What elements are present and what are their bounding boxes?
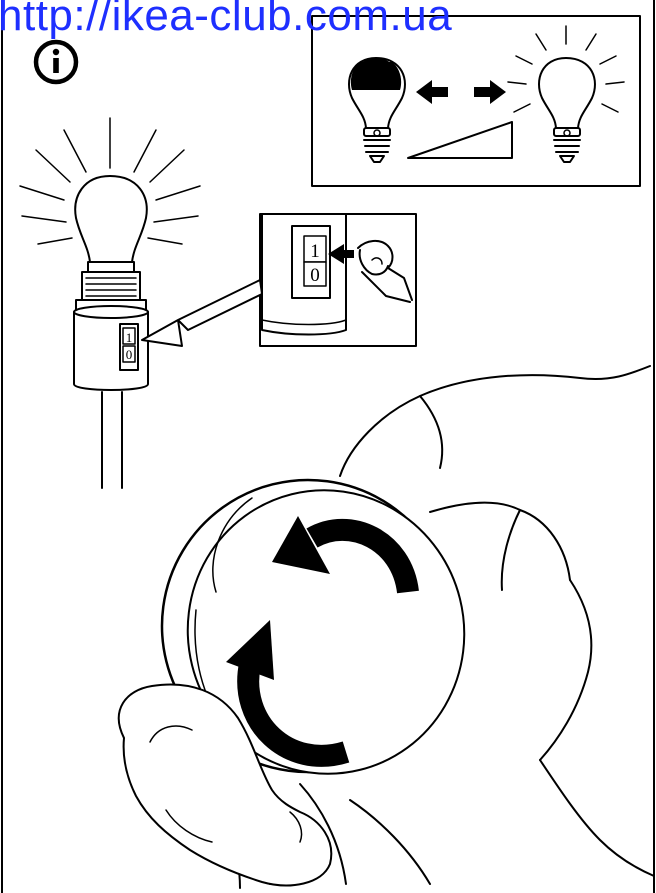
lamp-switch-off-label: 0 (126, 347, 133, 362)
info-icon (36, 42, 76, 82)
lamp-bulb (20, 118, 200, 272)
lamp-socket: 1 0 (74, 272, 148, 488)
inset-switch-on-label: 1 (310, 241, 320, 262)
watermark-url: http://ikea-club.com.ua (0, 0, 656, 46)
lamp-switch-on-label: 1 (126, 330, 133, 345)
zoom-pointer-arrow (142, 280, 262, 346)
hand-turning-cap (119, 366, 654, 888)
switch-inset: 1 0 (260, 214, 416, 346)
inset-switch-off-label: 0 (310, 265, 320, 286)
